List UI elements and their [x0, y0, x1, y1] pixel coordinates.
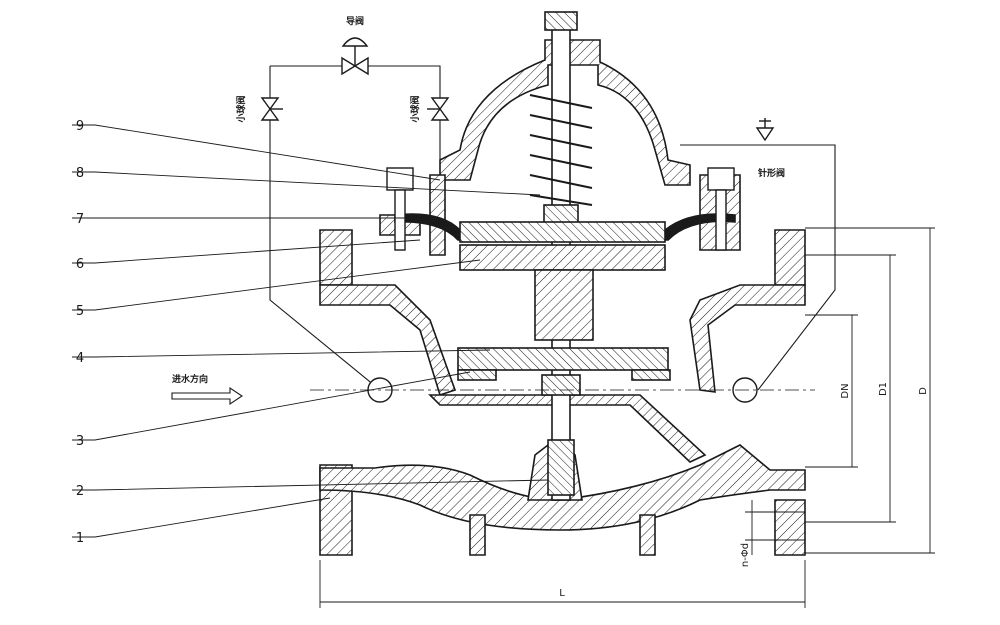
part-number-labels: 9 8 7 6 5 4 3 2 1: [76, 119, 84, 546]
part-number-8: 8: [76, 166, 84, 181]
part-number-9: 9: [76, 119, 84, 134]
pilot-piping: [269, 65, 836, 391]
cover-bolts: [386, 167, 735, 251]
ball-valve-right-label: 小球阀: [409, 95, 421, 123]
valve-body: [319, 229, 806, 556]
valve-bonnet: [379, 39, 741, 256]
valve-disc: [457, 347, 671, 381]
diaphragm-assembly: [394, 213, 736, 341]
part-number-6: 6: [76, 257, 84, 272]
part-number-1: 1: [76, 531, 84, 546]
dimension-d1-label: D1: [878, 382, 889, 396]
valve-spring: [529, 94, 593, 206]
dimension-bolt-holes-label: n-Φd: [740, 543, 751, 567]
ball-valve-left-label: 小球阀: [235, 95, 247, 123]
leader-lines: [72, 124, 549, 538]
flow-direction-arrow: [171, 386, 243, 406]
pilot-valve-symbol: [341, 37, 369, 76]
ball-valve-right-symbol: [427, 97, 450, 121]
dimension-lines: [319, 227, 935, 608]
part-number-4: 4: [76, 351, 84, 366]
dimension-d-label: D: [918, 387, 929, 395]
dimension-dn-label: DN: [840, 383, 851, 398]
ball-valve-left-symbol: [260, 97, 283, 121]
flow-direction-label: 进水方向: [172, 373, 208, 385]
part-number-7: 7: [76, 212, 84, 227]
pilot-valve-label: 导阀: [346, 15, 364, 27]
part-number-2: 2: [76, 484, 84, 499]
part-number-3: 3: [76, 434, 84, 449]
needle-valve-label: 针形阀: [758, 167, 785, 179]
dimension-l-label: L: [559, 588, 565, 599]
needle-valve-symbol: [755, 118, 775, 142]
part-number-5: 5: [76, 304, 84, 319]
